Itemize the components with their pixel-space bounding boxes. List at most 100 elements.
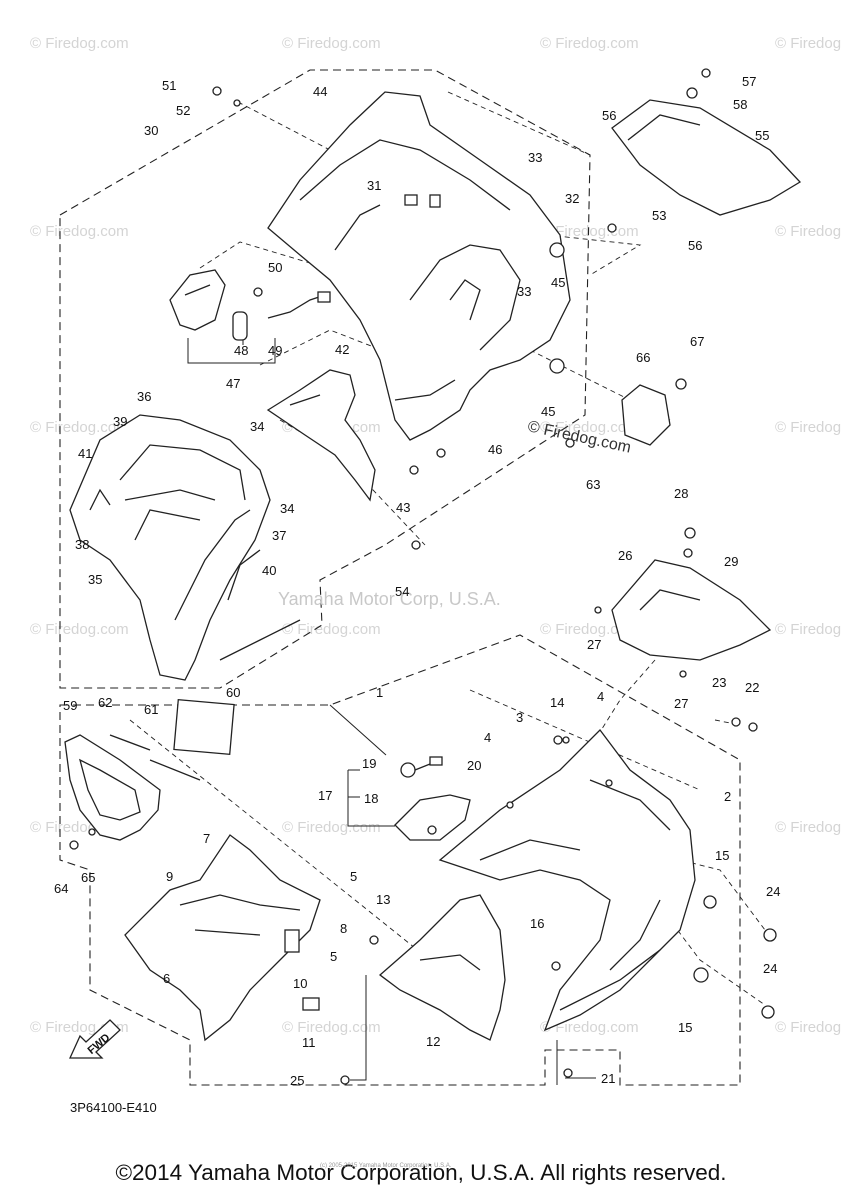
callout-9: 9: [166, 869, 173, 884]
inner-panel-part: [266, 369, 376, 502]
callout-33: 33: [528, 150, 542, 165]
headlight-part: [169, 269, 331, 341]
callout-66: 66: [636, 350, 650, 365]
callout-49: 49: [268, 343, 282, 358]
callout-8: 8: [340, 921, 347, 936]
callout-29: 29: [724, 554, 738, 569]
watermark-tile: © Firedog.com: [282, 35, 381, 52]
watermark-tile: © Firedog.com: [30, 223, 129, 240]
callout-57: 57: [742, 74, 756, 89]
callout-18: 18: [364, 791, 378, 806]
callout-30: 30: [144, 123, 158, 138]
callout-47: 47: [226, 376, 240, 391]
small-copyright: (c) 2005-2015 Yamaha Motor Corporation, …: [320, 1163, 452, 1169]
callout-43: 43: [396, 500, 410, 515]
callout-22: 22: [745, 680, 759, 695]
callout-63: 63: [586, 477, 600, 492]
callout-56: 56: [688, 238, 702, 253]
callout-4: 4: [484, 730, 491, 745]
callout-26: 26: [618, 548, 632, 563]
callout-5: 5: [330, 949, 337, 964]
assembly-outlines: [59, 69, 741, 1086]
callout-67: 67: [690, 334, 704, 349]
callout-65: 65: [81, 870, 95, 885]
lower-cowling-left-part: [124, 834, 321, 1042]
callout-52: 52: [176, 103, 190, 118]
watermark-tile: © Firedog.com: [30, 621, 129, 638]
bracket-part: [549, 358, 687, 446]
callout-64: 64: [54, 881, 68, 896]
callout-24: 24: [766, 884, 780, 899]
callout-62: 62: [98, 695, 112, 710]
callout-27: 27: [674, 696, 688, 711]
copyright-notice: ©2014 Yamaha Motor Corporation, U.S.A. A…: [115, 1160, 727, 1185]
watermark-tile: © Firedog.com: [540, 419, 639, 436]
inner-lower-panel-part: [378, 894, 506, 1041]
callout-19: 19: [362, 756, 376, 771]
callout-24: 24: [763, 961, 777, 976]
upper-cowling-part: [267, 91, 571, 441]
callout-33: 33: [517, 284, 531, 299]
callout-15: 15: [678, 1020, 692, 1035]
callout-3: 3: [516, 710, 523, 725]
callout-1: 1: [376, 685, 383, 700]
callout-51: 51: [162, 78, 176, 93]
callout-14: 14: [550, 695, 564, 710]
callout-54: 54: [395, 584, 409, 599]
callout-37: 37: [272, 528, 286, 543]
center-watermark: Yamaha Motor Corp, U.S.A.: [278, 589, 501, 609]
callout-45: 45: [551, 275, 565, 290]
windshield-part: [611, 68, 802, 216]
watermark-tile: © Firedog.com: [775, 35, 842, 52]
callout-56: 56: [602, 108, 616, 123]
callout-60: 60: [226, 685, 240, 700]
callout-58: 58: [733, 97, 747, 112]
inner-visor-part: [611, 527, 772, 661]
callout-41: 41: [78, 446, 92, 461]
callout-39: 39: [113, 414, 127, 429]
watermark-tile: © Firedog.com: [775, 419, 842, 436]
side-cowling-part: [69, 414, 301, 681]
callout-16: 16: [530, 916, 544, 931]
callout-11: 11: [302, 1035, 316, 1050]
callout-10: 10: [293, 976, 307, 991]
callout-44: 44: [313, 84, 327, 99]
callout-7: 7: [203, 831, 210, 846]
fasteners: [69, 86, 758, 1085]
callout-38: 38: [75, 537, 89, 552]
air-duct-part: [394, 756, 471, 841]
watermark-tile: © Firedog.com: [30, 35, 129, 52]
callout-12: 12: [426, 1034, 440, 1049]
callout-32: 32: [565, 191, 579, 206]
watermark-tiles: © Firedog.com © Firedog.com © Firedog.com ©…: [30, 35, 842, 1036]
watermark-tile: © Firedog.com: [540, 621, 639, 638]
callout-53: 53: [652, 208, 666, 223]
callout-55: 55: [755, 128, 769, 143]
callout-2: 2: [724, 789, 731, 804]
callout-40: 40: [262, 563, 276, 578]
callout-28: 28: [674, 486, 688, 501]
callout-34: 34: [280, 501, 294, 516]
watermark-tile: © Firedog.com: [540, 1019, 639, 1036]
callout-61: 61: [144, 702, 158, 717]
callout-15: 15: [715, 848, 729, 863]
callout-36: 36: [137, 389, 151, 404]
callout-48: 48: [234, 343, 248, 358]
callout-13: 13: [376, 892, 390, 907]
lower-cowling-part: [438, 729, 777, 1032]
watermark-tile: © Firedog.com: [775, 819, 842, 836]
callout-50: 50: [268, 260, 282, 275]
callout-23: 23: [712, 675, 726, 690]
callout-4: 4: [597, 689, 604, 704]
watermark-tile: © Firedog.com: [540, 35, 639, 52]
watermark-tile: © Firedog.com: [775, 1019, 842, 1036]
callout-20: 20: [467, 758, 481, 773]
callout-25: 25: [290, 1073, 304, 1088]
callout-45: 45: [541, 404, 555, 419]
watermark-tile: © Firedog.com: [282, 1019, 381, 1036]
callout-17: 17: [318, 788, 332, 803]
callout-35: 35: [88, 572, 102, 587]
diagram-code: 3P64100-E410: [70, 1100, 157, 1115]
